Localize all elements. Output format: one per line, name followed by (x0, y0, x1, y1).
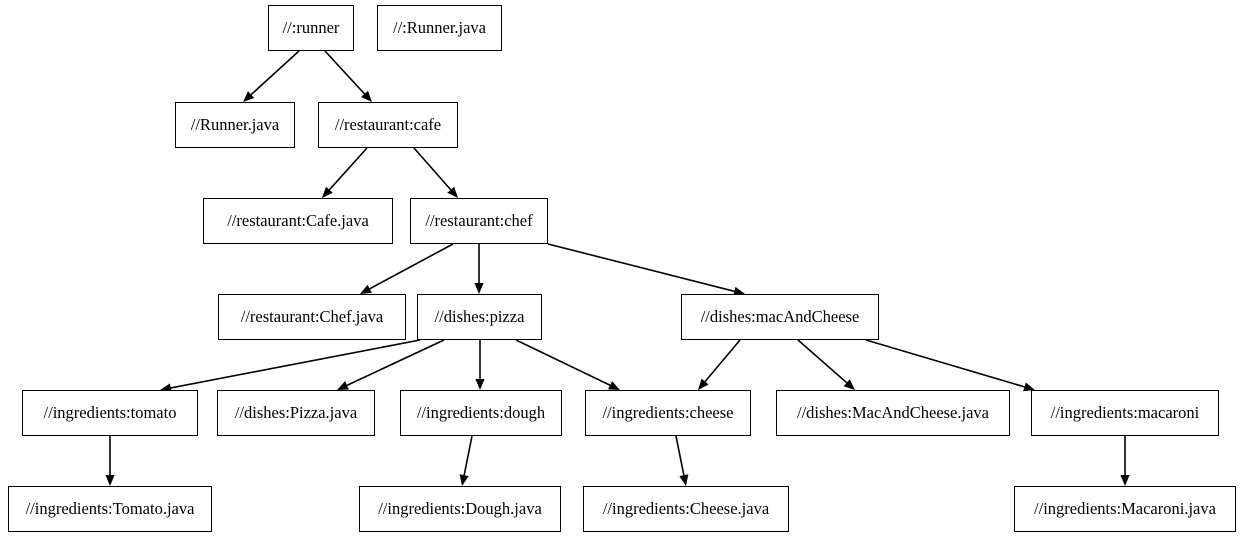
graph-node-label: //ingredients:Macaroni.java (1034, 498, 1216, 518)
graph-node-cafe_java[interactable]: //restaurant:Cafe.java (203, 198, 393, 244)
graph-node-label: //restaurant:chef (425, 210, 533, 230)
graph-node-ing_macaroni[interactable]: //ingredients:macaroni (1031, 390, 1219, 436)
graph-node-macaroni_java[interactable]: //ingredients:Macaroni.java (1014, 486, 1236, 532)
graph-node-runner[interactable]: //:runner (268, 5, 354, 51)
graph-node-runner_java[interactable]: //Runner.java (175, 102, 295, 148)
graph-node-cheese_java[interactable]: //ingredients:Cheese.java (583, 486, 789, 532)
graph-node-ing_dough[interactable]: //ingredients:dough (400, 390, 562, 436)
graph-node-label: //:Runner.java (392, 17, 487, 37)
graph-node-ing_cheese[interactable]: //ingredients:cheese (585, 390, 751, 436)
graph-node-label: //dishes:macAndCheese (700, 306, 860, 326)
graph-node-label: //Runner.java (190, 114, 280, 134)
graph-node-restaurant_chef[interactable]: //restaurant:chef (410, 198, 548, 244)
graph-node-dishes_pizza[interactable]: //dishes:pizza (417, 294, 542, 340)
graph-node-restaurant_cafe[interactable]: //restaurant:cafe (318, 102, 458, 148)
graph-node-label: //ingredients:dough (416, 402, 546, 422)
graph-node-mac_java[interactable]: //dishes:MacAndCheese.java (776, 390, 1010, 436)
graph-node-label: //dishes:pizza (434, 306, 525, 326)
graph-node-label: //restaurant:Chef.java (240, 306, 384, 326)
graph-node-label: //:runner (282, 17, 340, 37)
graph-node-label: //dishes:Pizza.java (234, 402, 358, 422)
graph-node-label: //dishes:MacAndCheese.java (797, 402, 989, 422)
graph-node-label: //restaurant:Cafe.java (227, 210, 369, 230)
graph-node-pizza_java[interactable]: //dishes:Pizza.java (217, 390, 375, 436)
graph-node-runner_java_root[interactable]: //:Runner.java (377, 5, 502, 51)
graph-node-chef_java[interactable]: //restaurant:Chef.java (218, 294, 406, 340)
graph-node-label: //ingredients:cheese (602, 402, 734, 422)
graph-node-label: //ingredients:macaroni (1050, 402, 1200, 422)
graph-node-tomato_java[interactable]: //ingredients:Tomato.java (8, 486, 212, 532)
graph-node-ing_tomato[interactable]: //ingredients:tomato (22, 390, 198, 436)
graph-node-label: //ingredients:Tomato.java (25, 498, 195, 518)
graph-node-dough_java[interactable]: //ingredients:Dough.java (359, 486, 561, 532)
graph-node-label: //ingredients:Dough.java (378, 498, 542, 518)
graph-node-label: //restaurant:cafe (334, 114, 442, 134)
graph-node-label: //ingredients:tomato (43, 402, 177, 422)
graph-node-label: //ingredients:Cheese.java (602, 498, 770, 518)
graph-node-dishes_mac[interactable]: //dishes:macAndCheese (681, 294, 879, 340)
